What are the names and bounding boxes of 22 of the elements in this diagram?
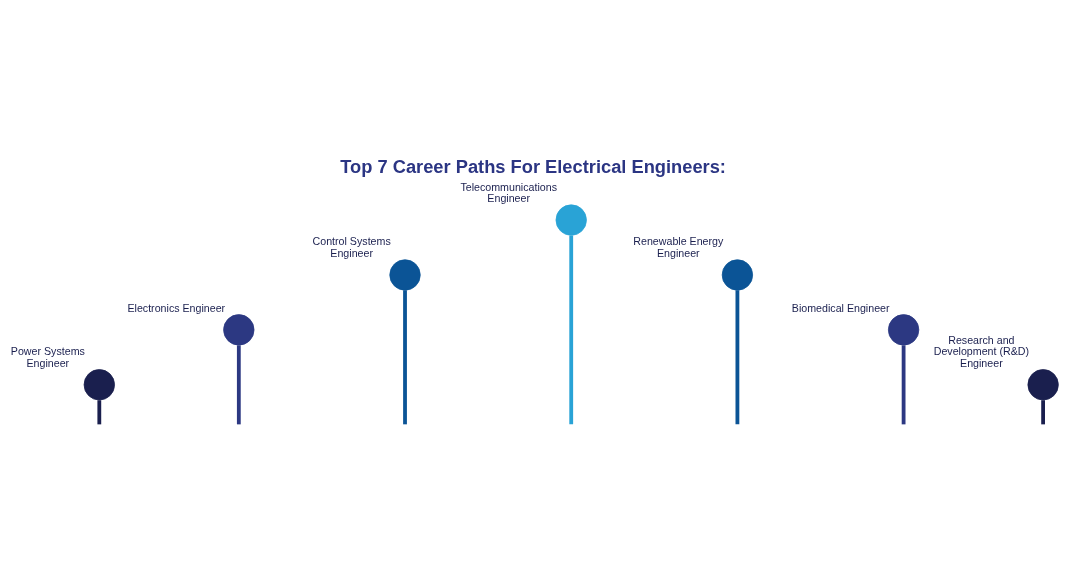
node-circle — [389, 258, 421, 291]
node-circle — [888, 313, 920, 345]
diagram-title: Top 7 Career Paths For Electrical Engineers: — [340, 155, 726, 177]
node-label: Electronics Engineer — [127, 301, 226, 314]
connector — [901, 344, 906, 424]
node-label: Biomedical Engineer — [791, 301, 890, 314]
node-circle — [721, 258, 754, 291]
connector — [97, 399, 102, 424]
node-label: Control Systems Engineer — [312, 234, 391, 259]
node-circle — [555, 203, 587, 236]
connector — [236, 344, 241, 424]
node-circle — [1027, 368, 1059, 400]
node-label: Telecommunications Engineer — [460, 180, 557, 204]
connector — [569, 235, 574, 424]
node-circle — [83, 368, 115, 400]
connector — [403, 289, 407, 424]
node-label: Research and Development (R&D) Engineer — [933, 333, 1030, 369]
node-label: Renewable Energy Engineer — [633, 234, 724, 259]
node-circle — [223, 313, 255, 345]
connector — [1041, 399, 1046, 424]
connector — [735, 289, 740, 424]
node-label: Power Systems Engineer — [10, 344, 85, 369]
